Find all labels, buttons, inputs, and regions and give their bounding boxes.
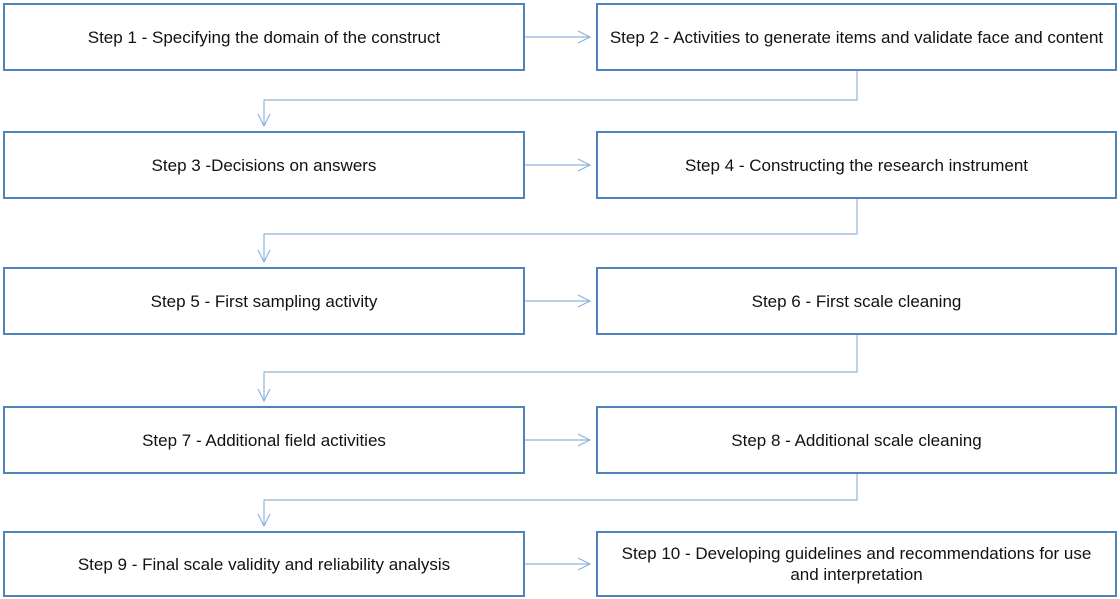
step-7-label: Step 7 - Additional field activities	[142, 430, 386, 450]
step-1-box: Step 1 - Specifying the domain of the co…	[3, 3, 525, 71]
step-2-box: Step 2 - Activities to generate items an…	[596, 3, 1117, 71]
connector-step2-to-step3	[257, 71, 858, 128]
arrow-step5-to-step6	[525, 294, 592, 308]
arrow-step9-to-step10	[525, 557, 592, 571]
step-3-box: Step 3 -Decisions on answers	[3, 131, 525, 199]
step-3-label: Step 3 -Decisions on answers	[151, 155, 377, 175]
step-5-box: Step 5 - First sampling activity	[3, 267, 525, 335]
arrow-step7-to-step8	[525, 433, 592, 447]
step-6-label: Step 6 - First scale cleaning	[751, 291, 962, 311]
step-1-label: Step 1 - Specifying the domain of the co…	[87, 27, 441, 47]
connector-step6-to-step7	[257, 335, 858, 403]
step-4-box: Step 4 - Constructing the research instr…	[596, 131, 1117, 199]
step-5-label: Step 5 - First sampling activity	[150, 291, 378, 311]
step-9-label: Step 9 - Final scale validity and reliab…	[77, 554, 451, 574]
step-10-box: Step 10 - Developing guidelines and reco…	[596, 531, 1117, 597]
step-4-label: Step 4 - Constructing the research instr…	[685, 155, 1028, 175]
arrow-step3-to-step4	[525, 158, 592, 172]
step-8-box: Step 8 - Additional scale cleaning	[596, 406, 1117, 474]
step-8-label: Step 8 - Additional scale cleaning	[731, 430, 982, 450]
step-9-box: Step 9 - Final scale validity and reliab…	[3, 531, 525, 597]
connector-step4-to-step5	[257, 199, 858, 264]
arrow-step1-to-step2	[525, 30, 592, 44]
step-7-box: Step 7 - Additional field activities	[3, 406, 525, 474]
connector-step8-to-step9	[257, 474, 858, 528]
step-6-box: Step 6 - First scale cleaning	[596, 267, 1117, 335]
step-10-label: Step 10 - Developing guidelines and reco…	[621, 544, 1092, 584]
step-2-label: Step 2 - Activities to generate items an…	[609, 27, 1104, 47]
